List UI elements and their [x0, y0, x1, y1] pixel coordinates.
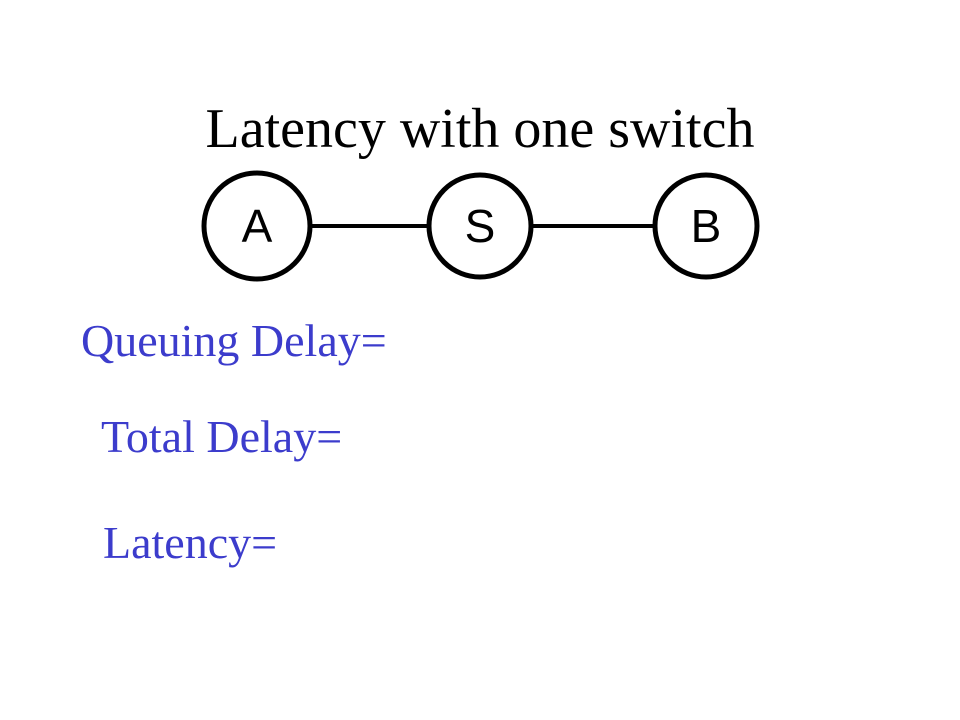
node-b-label: B — [691, 200, 722, 252]
node-s: S — [426, 172, 534, 280]
node-s-circle — [426, 172, 534, 280]
slide-title: Latency with one switch — [205, 98, 755, 160]
total-delay-label: Total Delay= — [101, 411, 343, 462]
node-s-label: S — [465, 200, 496, 252]
queuing-delay-label: Queuing Delay= — [81, 315, 387, 366]
node-a-label: A — [242, 200, 273, 252]
node-a-circle — [201, 170, 313, 282]
latency-label: Latency= — [103, 517, 278, 568]
node-a: A — [201, 170, 313, 282]
node-b-circle — [652, 172, 760, 280]
node-b: B — [652, 172, 760, 280]
